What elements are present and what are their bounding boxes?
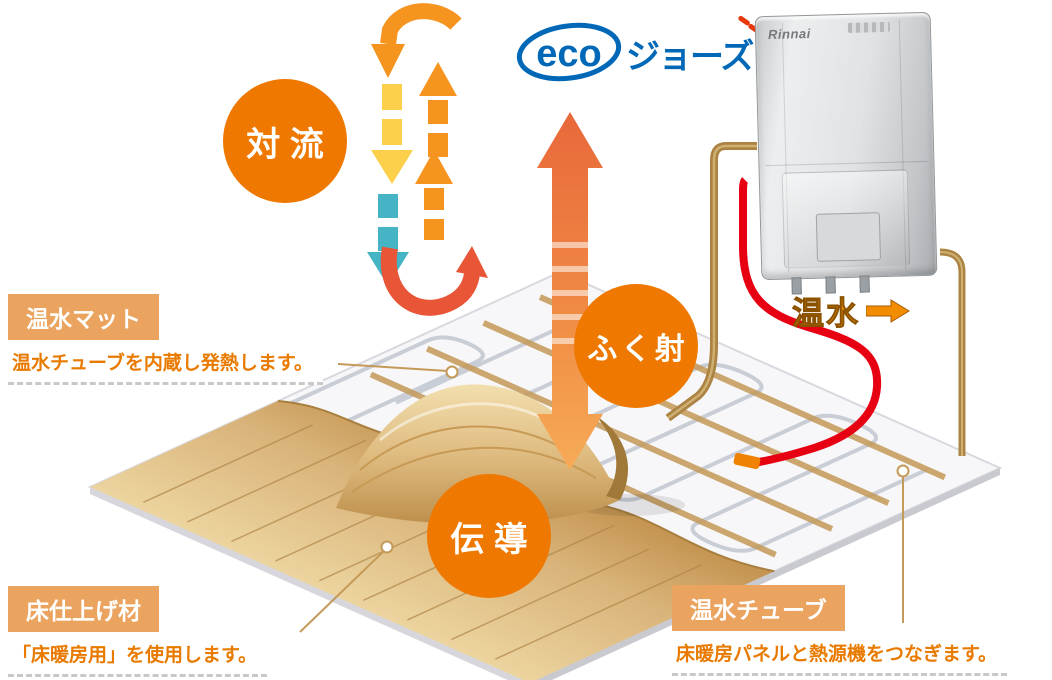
roll-highlight [379, 402, 547, 442]
water-heater-body: Rinnai [754, 11, 938, 281]
convection-label: 対流 [246, 125, 334, 164]
heater-service-door [815, 212, 881, 262]
callout-mat-title: 温水マット [8, 294, 159, 340]
red-pipe [739, 177, 882, 467]
heater-brand-label: Rinnai [767, 25, 811, 42]
convection-arrow-up-orange-1-icon [419, 62, 457, 158]
radiation-arrow-stripes [552, 242, 588, 344]
pipe-connector [733, 452, 761, 470]
radiation-label: ふく射 [587, 333, 689, 366]
callout-flooring: 床仕上げ材 「床暖房用」を使用します。 [8, 586, 268, 677]
convection-circle: 対流 [223, 79, 347, 203]
callout-tube-title: 温水チューブ [672, 585, 845, 631]
leader-dot-mat [445, 365, 459, 379]
panel-edge-right [536, 468, 1000, 680]
callout-tube: 温水チューブ 床暖房パネルと熱源機をつなぎます。 [672, 585, 1008, 676]
logo-eco-text: eco [536, 33, 601, 75]
callout-mat: 温水マット 温水チューブを内蔵し発熱します。 [8, 294, 323, 385]
convection-arrow-up-orange-2-icon [415, 150, 453, 240]
conduction-label: 伝導 [450, 520, 538, 559]
floor-panel [90, 272, 1000, 680]
leader-flooring [299, 548, 387, 633]
callout-flooring-desc: 「床暖房用」を使用します。 [8, 632, 268, 677]
pipes [665, 142, 966, 470]
callout-leaders [299, 363, 910, 633]
hot-water-label: 温水 [791, 288, 910, 334]
gold-pipe-left-sheen [667, 144, 757, 420]
leader-dot-flooring [380, 540, 394, 554]
gold-pipe-right [939, 248, 966, 456]
water-heater: Rinnai [754, 11, 938, 295]
conduction-circle: 伝導 [427, 474, 551, 598]
radiation-arrow-head-down [537, 414, 603, 470]
radiation-arrow-head-up [537, 112, 603, 168]
convection-arrow-down-yellow-icon [371, 84, 413, 184]
hot-water-text: 温水 [791, 295, 861, 332]
callout-mat-desc: 温水チューブを内蔵し発熱します。 [8, 340, 323, 385]
convection-arrows [367, 3, 488, 316]
leader-dot-tube [896, 464, 910, 478]
heater-vent [847, 21, 891, 33]
convection-hook-down-icon [371, 3, 462, 78]
radiation-circle: ふく射 [574, 284, 698, 408]
hot-water-arrow-icon [866, 299, 910, 323]
convection-hook-up-icon [380, 246, 488, 316]
panel-edge-left [90, 487, 524, 680]
callout-tube-desc: 床暖房パネルと熱源機をつなぎます。 [672, 631, 1008, 676]
leader-mat [337, 363, 449, 372]
roll-curl-underside [596, 416, 628, 500]
logo-ellipse [516, 22, 622, 82]
eco-jozu-logo: eco ジョーズ [516, 15, 760, 82]
gold-pipe-right-sheen [939, 251, 963, 456]
callout-flooring-title: 床仕上げ材 [8, 586, 159, 632]
logo-katakana-text: ジョーズ [626, 37, 754, 76]
